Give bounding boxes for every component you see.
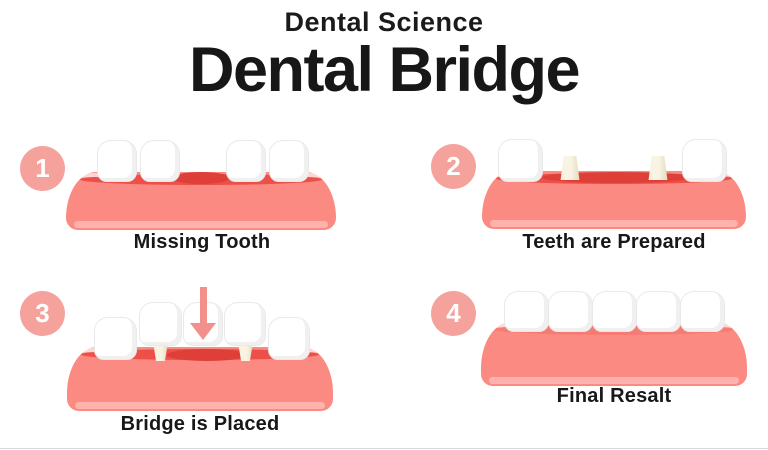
step-number: 4 <box>446 298 461 328</box>
bridge-crown-icon <box>224 302 266 346</box>
tooth-icon <box>140 140 180 182</box>
missing-tooth-socket <box>172 172 230 184</box>
panel-caption: Missing Tooth <box>133 231 271 253</box>
step-2-badge: 2 <box>431 144 476 189</box>
tooth-icon <box>680 291 725 332</box>
panel-caption: Teeth are Prepared <box>522 231 706 253</box>
step-4-badge: 4 <box>431 291 476 336</box>
tooth-icon <box>498 139 543 182</box>
step-number: 1 <box>35 153 50 183</box>
image-bottom-border <box>0 448 768 449</box>
step-3-badge: 3 <box>20 291 65 336</box>
step-number: 2 <box>446 151 461 181</box>
panel-caption: Bridge is Placed <box>120 413 280 435</box>
abutment-post-icon <box>153 344 168 361</box>
tooth-icon <box>592 291 637 332</box>
gumline-dark-patch <box>167 349 247 361</box>
tooth-icon <box>268 317 310 360</box>
step-number: 3 <box>35 298 50 328</box>
tooth-icon <box>97 140 137 182</box>
tooth-icon <box>226 140 266 182</box>
bridge-crown-icon <box>139 302 182 346</box>
tooth-icon <box>504 291 549 332</box>
page-title: Dental Bridge <box>188 35 581 105</box>
tooth-icon <box>269 140 309 182</box>
tooth-icon <box>548 291 593 332</box>
abutment-post-icon <box>238 344 253 361</box>
prepared-tooth-stub-icon <box>648 156 668 180</box>
gumline-dark-patch <box>542 172 692 183</box>
tooth-icon <box>636 291 681 332</box>
down-arrow-icon <box>190 287 216 340</box>
infographic-subtitle: Dental Science <box>284 7 484 37</box>
prepared-tooth-stub-icon <box>560 156 580 180</box>
step-1-badge: 1 <box>20 146 65 191</box>
tooth-icon <box>94 317 137 360</box>
tooth-icon <box>682 139 727 182</box>
gum-highlight <box>71 173 117 191</box>
panel-caption: Final Resalt <box>556 385 672 407</box>
